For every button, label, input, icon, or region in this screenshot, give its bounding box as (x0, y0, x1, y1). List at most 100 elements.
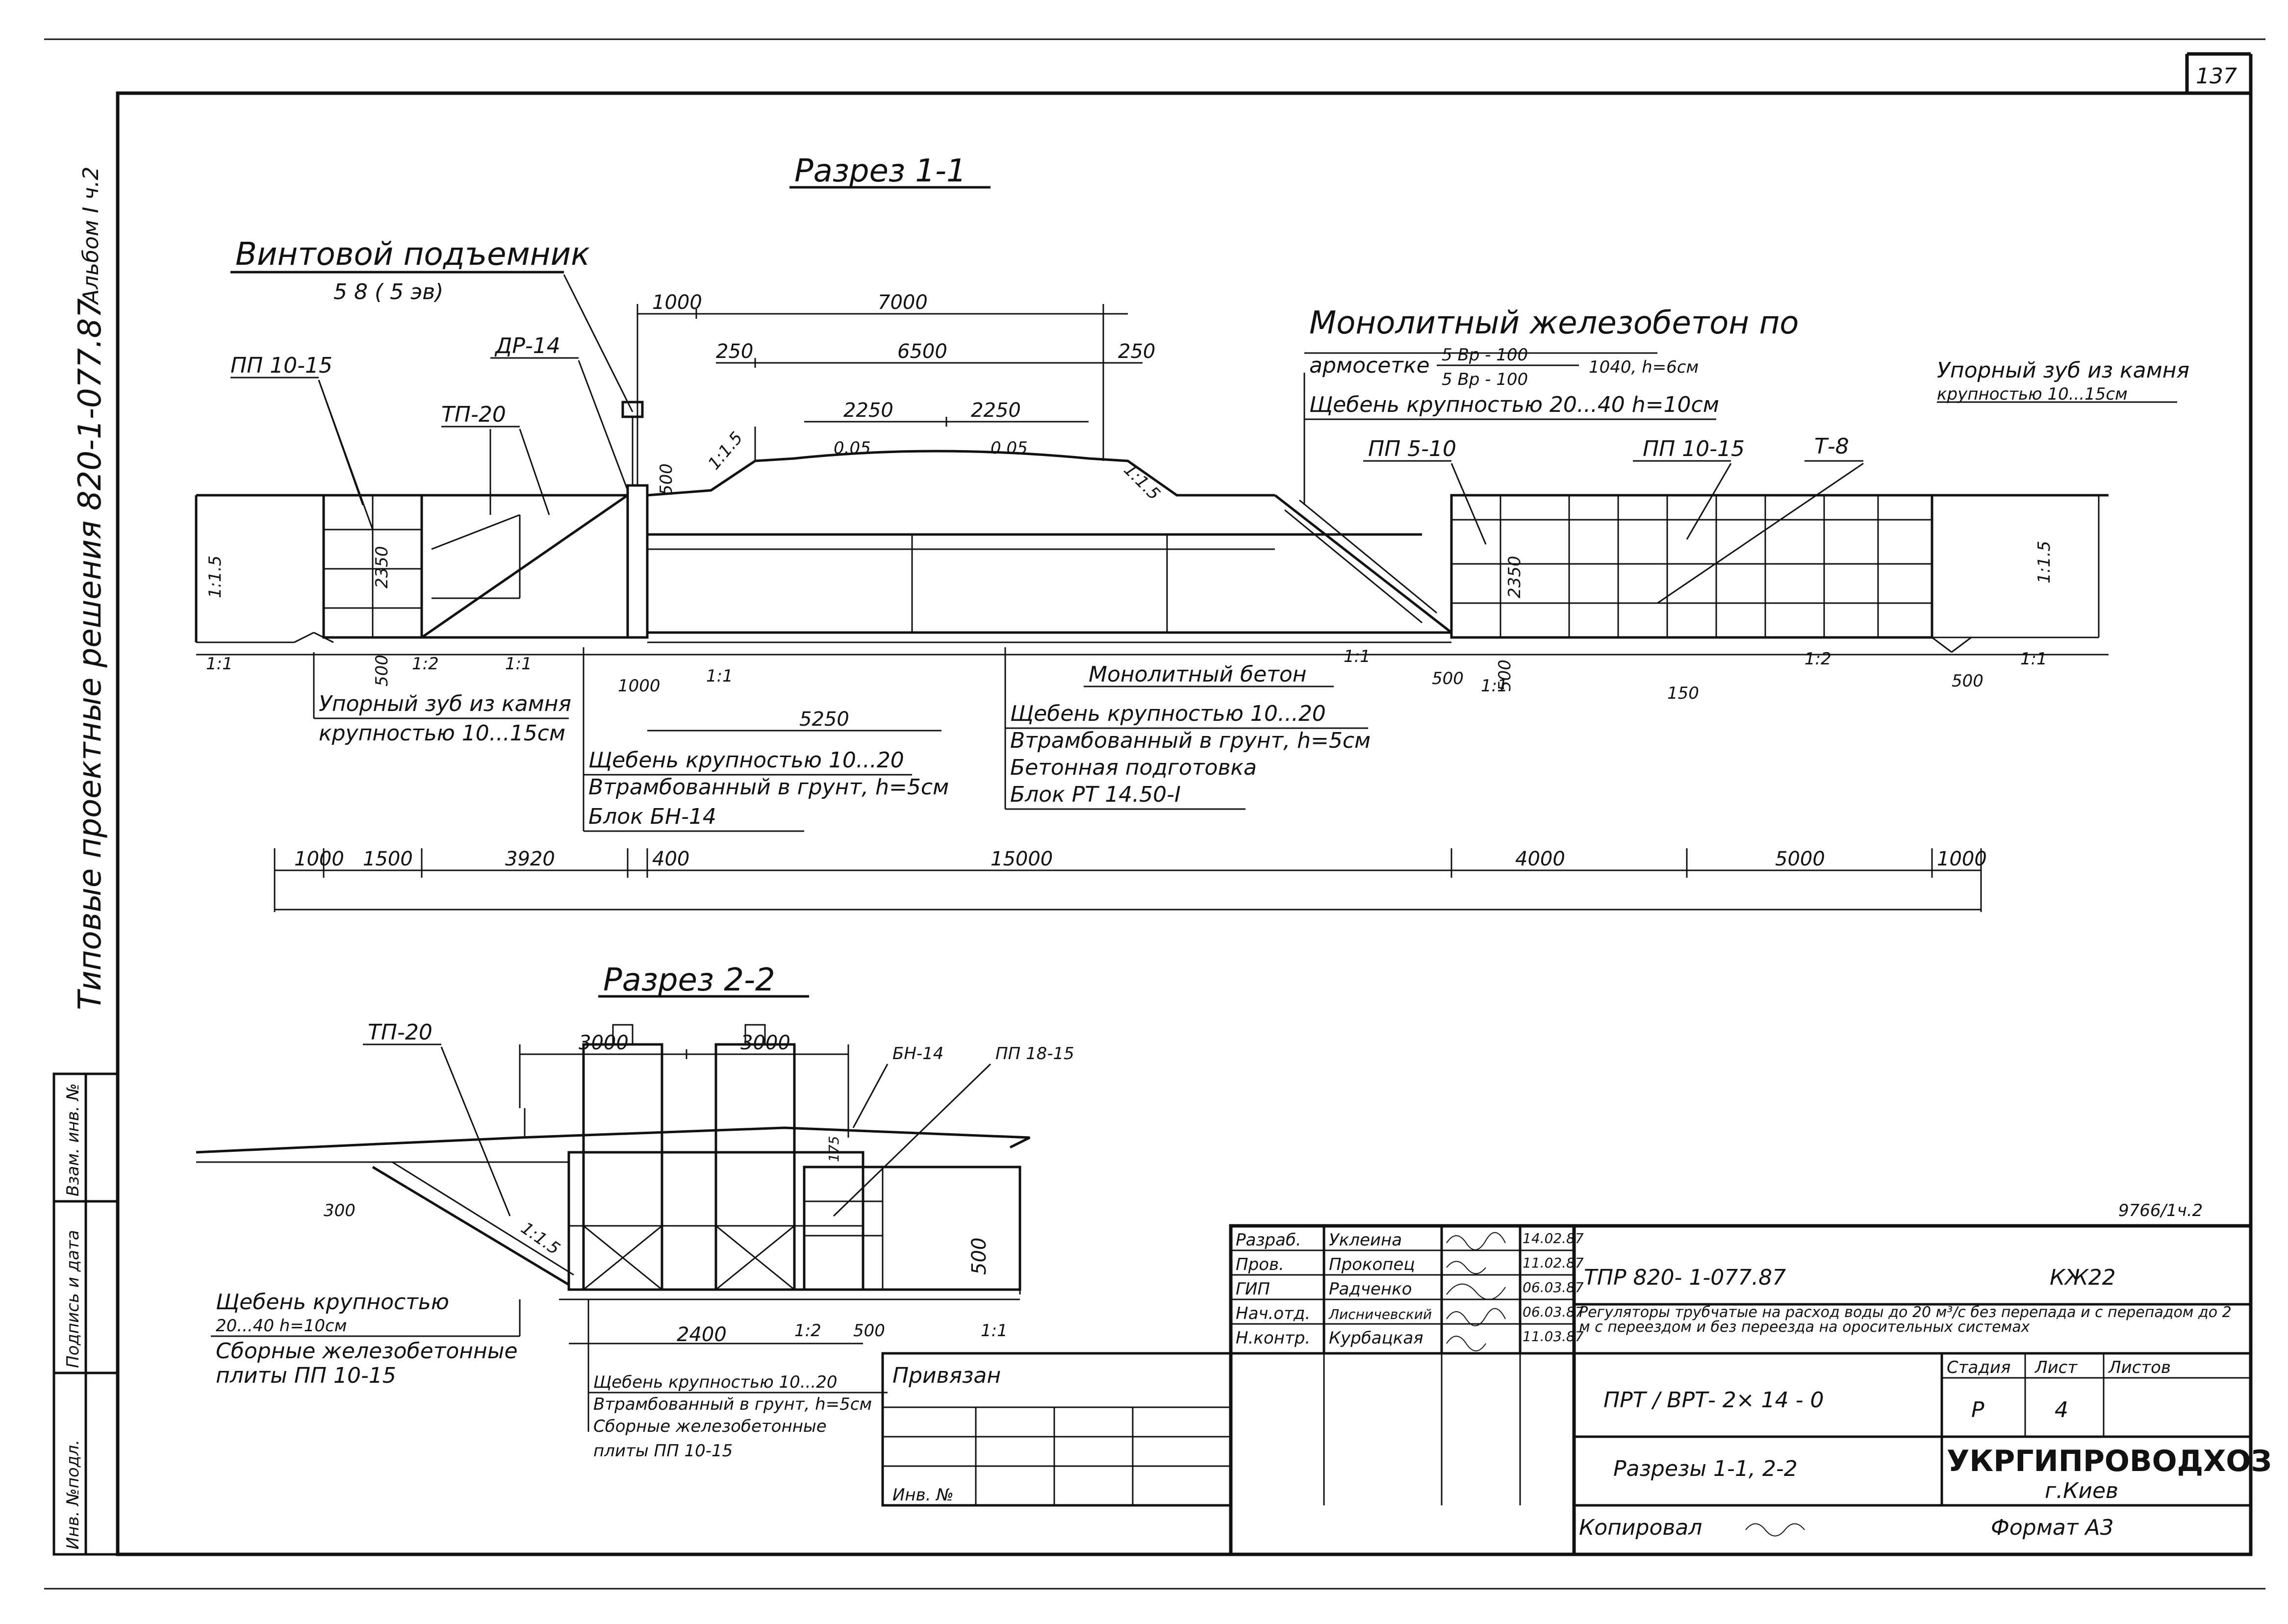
monolith-concrete-label: Монолитный бетон (1089, 662, 1307, 687)
section2-dims (519, 1044, 863, 1345)
dim-175: 175 (826, 1136, 842, 1162)
signatures (1446, 1232, 1506, 1351)
section1-structure (195, 401, 2109, 656)
gravel-mid-3: Блок БН-14 (588, 804, 716, 829)
name-4: Лисничевский (1328, 1306, 1432, 1322)
dim-500-right: 500 (1952, 671, 1983, 691)
role-3: ГИП (1236, 1279, 1270, 1299)
side-stamp-signature: Подпись и дата (63, 1230, 83, 1368)
mesh-bottom: 5 Вр - 100 (1442, 370, 1528, 389)
copier-signature (1745, 1523, 1805, 1537)
gravel-top-label: Щебень крупностью 20...40 h=10см (1309, 392, 1719, 417)
section1-top-dims (636, 304, 1143, 485)
pp1015-left-label: ПП 10-15 (230, 353, 332, 378)
object-code: ПРТ / ВРТ- 2× 14 - 0 (1603, 1388, 1824, 1413)
s2-gravel-2: 20...40 h=10см (216, 1316, 347, 1336)
dim-7000: 7000 (878, 291, 928, 314)
date-5: 11.03.87 (1523, 1328, 1584, 1345)
date-3: 06.03.87 (1523, 1279, 1584, 1295)
date-2: 11.02.87 (1523, 1255, 1584, 1271)
stop-tooth-left-2: крупностью 10...15см (319, 721, 565, 746)
side-stamp-replace: Взам. инв. № (63, 1083, 83, 1196)
stop-tooth-left-1: Упорный зуб из камня (319, 691, 571, 716)
archive-number: 9766/1ч.2 (2118, 1201, 2203, 1220)
mesh-after: 1040, h=6см (1589, 357, 1699, 377)
org-city: г.Киев (2045, 1478, 2118, 1503)
slope-12-s2: 1:2 (794, 1321, 821, 1341)
section1-leaders (230, 352, 2177, 604)
sheet-code: КЖ22 (2050, 1265, 2116, 1290)
stop-tooth-right-1: Упорный зуб из камня (1937, 358, 2189, 383)
dim-bottom-6: 4000 (1515, 848, 1565, 870)
date-1: 14.02.87 (1523, 1230, 1584, 1246)
sheet-header: Лист (2034, 1358, 2078, 1377)
slope-11-c: 1:1 (706, 666, 733, 686)
role-1: Разраб. (1236, 1230, 1301, 1250)
s2-pp1815-label: ПП 18-15 (995, 1044, 1074, 1064)
gravel-mid-2: Втрамбованный в грунт, h=5см (588, 775, 949, 800)
description-text: Регуляторы трубчатые на расход воды до 2… (1579, 1305, 2232, 1336)
section2-structure (196, 1024, 1031, 1300)
project-code: ТПР 820- 1-077.87 (1584, 1265, 1786, 1290)
s2-bn14-label: БН-14 (892, 1044, 943, 1064)
t8-label: Т-8 (1814, 434, 1849, 459)
side-stamp-inv: Инв. №подл. (63, 1440, 83, 1549)
lift-label: Винтовой подъемник (235, 236, 590, 273)
gravel-right-1: Щебень крупностью 10...20 (1010, 701, 1326, 726)
role-5: Н.контр. (1236, 1328, 1310, 1348)
dim-bottom-4: 400 (652, 848, 689, 870)
monolith-label-1: Монолитный железобетон по (1309, 305, 1799, 341)
dim-2250-left: 2250 (843, 399, 893, 422)
monolith-label-2: армосетке (1309, 353, 1430, 378)
s2-tp20-label: ТП-20 (368, 1020, 432, 1045)
tp20-label: ТП-20 (441, 402, 506, 427)
dim-500-mid: 500 (1432, 669, 1464, 688)
name-5: Курбацкая (1329, 1328, 1424, 1348)
slope-11-d: 1:1 (1344, 647, 1371, 666)
inv-label: Инв. № (892, 1485, 954, 1505)
dim-2250-right: 2250 (971, 399, 1021, 422)
pp1015-right-label: ПП 10-15 (1643, 436, 1745, 461)
dim-6500: 6500 (897, 340, 947, 363)
slope-115-right: 1:1.5 (2034, 541, 2054, 584)
dim-500-vert: 500 (657, 463, 676, 495)
side-stamp (52, 1072, 119, 1556)
dim-bottom-1: 1000 (294, 848, 344, 870)
stage-header: Стадия (1947, 1358, 2010, 1377)
dim-2350-left: 2350 (372, 546, 392, 588)
role-4: Нач.отд. (1236, 1304, 1310, 1323)
slope-12-a: 1:2 (412, 654, 439, 674)
dim-250-right: 250 (1118, 340, 1155, 363)
slope-11-e: 1:1 (1481, 676, 1508, 696)
pp510-label: ПП 5-10 (1368, 436, 1456, 461)
page-number: 137 (2196, 64, 2237, 89)
slope-11-f: 1:1 (2020, 649, 2047, 669)
slope-005-right: 0.05 (991, 438, 1028, 458)
copied-label: Копировал (1579, 1515, 1702, 1540)
slope-115-s2: 1:1.5 (517, 1218, 563, 1259)
dim-500-vert-s2: 500 (968, 1238, 991, 1275)
sheets-header: Листов (2108, 1358, 2171, 1377)
slope-11-b: 1:1 (505, 654, 532, 674)
dim-bottom-2: 1500 (363, 848, 413, 870)
dim-500-s2: 500 (853, 1321, 885, 1341)
stage-value: Р (1971, 1397, 1984, 1422)
name-3: Радченко (1329, 1279, 1412, 1299)
s2-bottom-4: плиты ПП 10-15 (593, 1441, 733, 1461)
org-name: УКРГИПРОВОДХОЗ (1947, 1444, 2272, 1478)
dim-1000-top: 1000 (652, 291, 702, 314)
dim-500-left: 500 (372, 655, 392, 686)
dim-bottom-8: 1000 (1937, 848, 1987, 870)
dim-300: 300 (324, 1201, 356, 1220)
dim-bottom-7: 5000 (1775, 848, 1825, 870)
album-label: Альбом I ч.2 (78, 167, 103, 305)
gravel-right-3: Бетонная подготовка (1010, 755, 1257, 780)
dim-2350-right: 2350 (1505, 556, 1525, 598)
dim-3000-b: 3000 (740, 1032, 790, 1054)
sheet-frame (44, 38, 2265, 1590)
dim-bottom-5: 15000 (991, 848, 1053, 870)
slope-11-s2: 1:1 (981, 1321, 1008, 1341)
section1-bottom-dims (274, 848, 1982, 912)
